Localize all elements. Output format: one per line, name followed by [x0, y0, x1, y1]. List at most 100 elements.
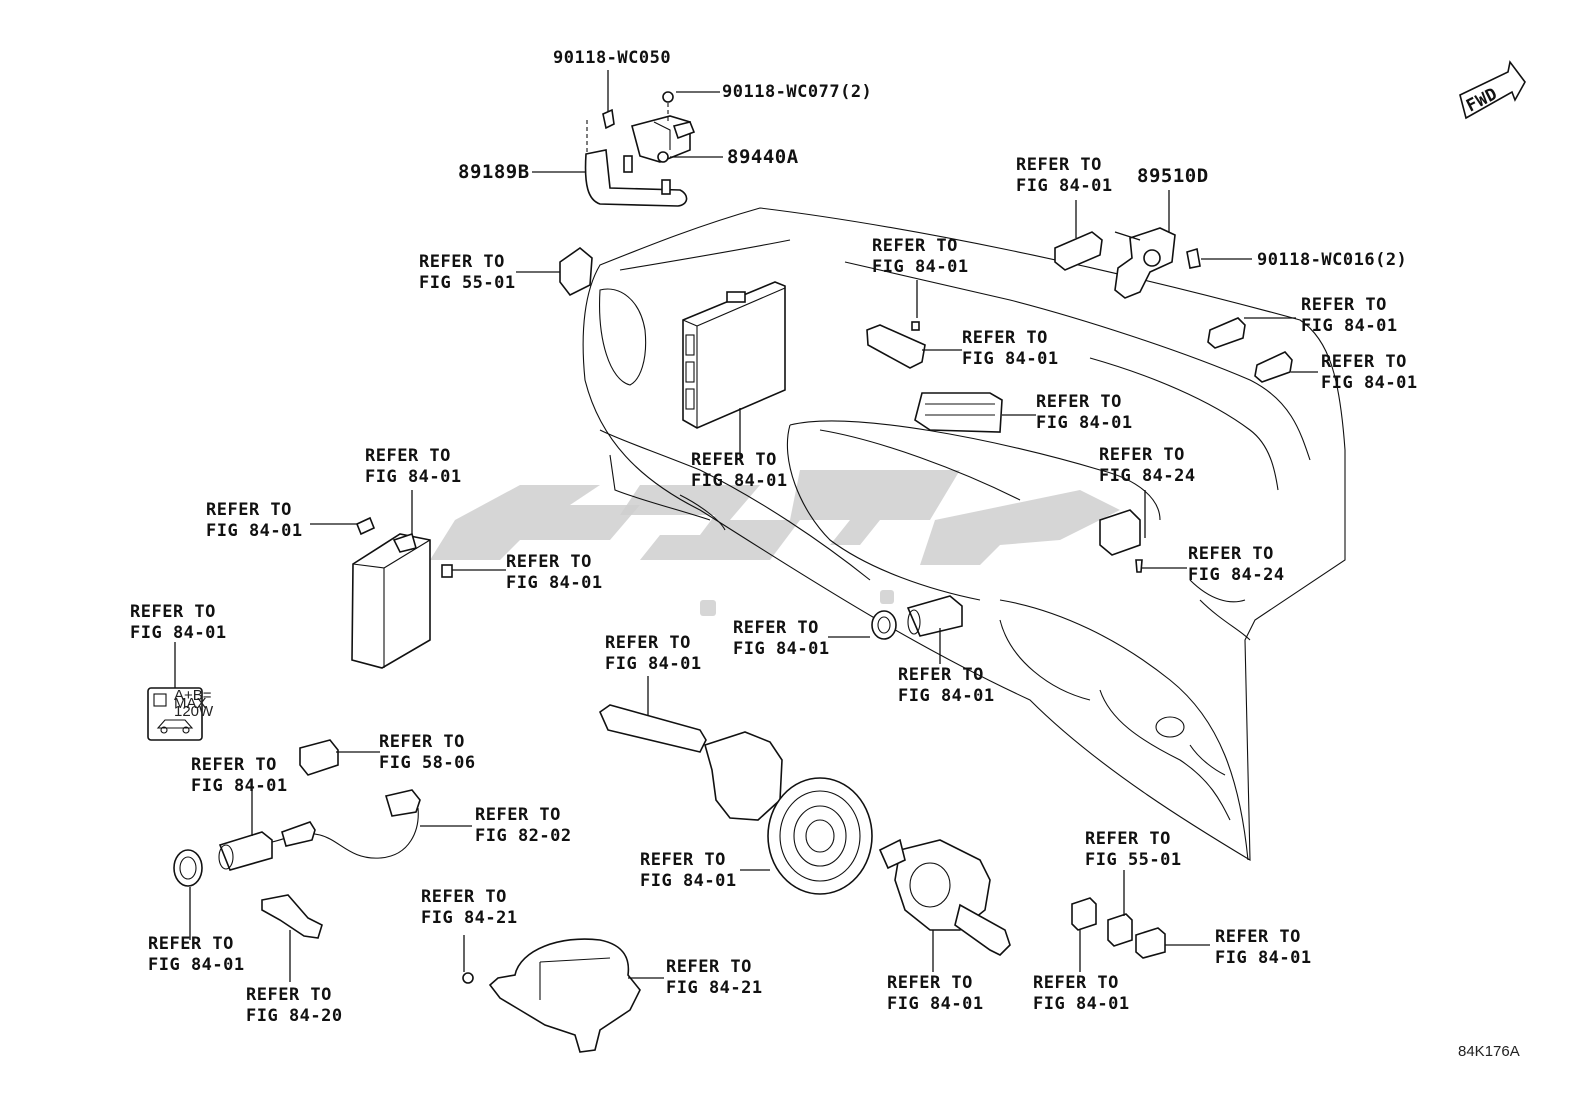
socket-label-line-3: 120W: [174, 703, 214, 720]
callout-line: REFER TO: [379, 732, 465, 752]
callout-line: FIG 84-01: [506, 573, 603, 593]
callout-line: REFER TO: [1215, 927, 1301, 947]
callout-line: 90118-WC077(2): [722, 82, 872, 102]
callout-labels: 90118-WC050 90118-WC077(2) 89440A 89189B…: [130, 48, 1418, 1026]
callout-c04: 89189B: [458, 161, 530, 183]
spiral-cable: [767, 777, 873, 895]
socket-label-line-2: MAX: [174, 695, 207, 712]
callout-line: 90118-WC016(2): [1257, 250, 1407, 270]
callout-line: FIG 84-01: [1033, 994, 1130, 1014]
callout-line: REFER TO: [1033, 973, 1119, 993]
callout-line: FIG 84-01: [1321, 373, 1418, 393]
instrument-panel: [582, 207, 1346, 861]
callout-line: FIG 84-01: [962, 349, 1059, 369]
callout-line: REFER TO: [1036, 392, 1122, 412]
callout-line: FIG 55-01: [419, 273, 516, 293]
figure-reference: 84K176A: [1458, 1043, 1520, 1060]
callout-line: REFER TO: [206, 500, 292, 520]
callout-line: REFER TO: [1188, 544, 1274, 564]
callout-line: REFER TO: [246, 985, 332, 1005]
callout-line: REFER TO: [365, 446, 451, 466]
callout-line: REFER TO: [898, 665, 984, 685]
callout-line: 89510D: [1137, 165, 1209, 187]
callout-line: FIG 84-21: [666, 978, 763, 998]
callout-line: FIG 82-02: [475, 826, 572, 846]
callout-line: REFER TO: [640, 850, 726, 870]
callout-line: FIG 84-01: [130, 623, 227, 643]
callout-line: REFER TO: [962, 328, 1048, 348]
callout-line: REFER TO: [419, 252, 505, 272]
callout-line: REFER TO: [1301, 295, 1387, 315]
callout-line: REFER TO: [148, 934, 234, 954]
callout-line: 89189B: [458, 161, 530, 183]
callout-c02: 90118-WC077(2): [722, 82, 872, 102]
callout-line: 89440A: [727, 146, 799, 168]
callout-line: FIG 58-06: [379, 753, 476, 773]
callout-line: FIG 84-01: [605, 654, 702, 674]
callout-line: FIG 84-01: [872, 257, 969, 277]
callout-line: FIG 84-01: [1215, 948, 1312, 968]
callout-line: FIG 84-21: [421, 908, 518, 928]
callout-line: FIG 84-01: [365, 467, 462, 487]
callout-line: REFER TO: [191, 755, 277, 775]
callout-line: FIG 84-01: [148, 955, 245, 975]
callout-line: REFER TO: [421, 887, 507, 907]
components: A+B= MAX 120W: [147, 190, 1318, 1053]
callout-c09: 90118-WC016(2): [1257, 250, 1407, 270]
callout-line: REFER TO: [666, 957, 752, 977]
callout-line: FIG 84-20: [246, 1006, 343, 1026]
callout-c07: 89510D: [1137, 165, 1209, 187]
callout-line: REFER TO: [887, 973, 973, 993]
callout-line: FIG 84-01: [898, 686, 995, 706]
callout-line: 90118-WC050: [553, 48, 671, 68]
callout-line: REFER TO: [1321, 352, 1407, 372]
fwd-arrow: FWD: [1459, 60, 1526, 120]
callout-line: REFER TO: [605, 633, 691, 653]
callout-line: FIG 84-24: [1099, 466, 1196, 486]
callout-line: REFER TO: [1099, 445, 1185, 465]
callout-line: REFER TO: [130, 602, 216, 622]
power-socket-label: A+B= MAX 120W: [147, 687, 214, 741]
callout-c03: 89440A: [727, 146, 799, 168]
callout-line: FIG 84-01: [1301, 316, 1398, 336]
callout-line: REFER TO: [872, 236, 958, 256]
callout-line: REFER TO: [1085, 829, 1171, 849]
callout-line: FIG 84-01: [1016, 176, 1113, 196]
socket-label-line-1: A+B=: [174, 687, 212, 704]
callout-line: REFER TO: [691, 450, 777, 470]
callout-line: REFER TO: [506, 552, 592, 572]
callout-c01: 90118-WC050: [553, 48, 671, 68]
callout-line: FIG 84-01: [691, 471, 788, 491]
sensor-bracket-assembly: [532, 70, 723, 207]
watermark-logo: [430, 470, 1120, 616]
callout-line: REFER TO: [1016, 155, 1102, 175]
callout-line: REFER TO: [475, 805, 561, 825]
callout-line: FIG 84-01: [887, 994, 984, 1014]
callout-line: FIG 84-01: [191, 776, 288, 796]
